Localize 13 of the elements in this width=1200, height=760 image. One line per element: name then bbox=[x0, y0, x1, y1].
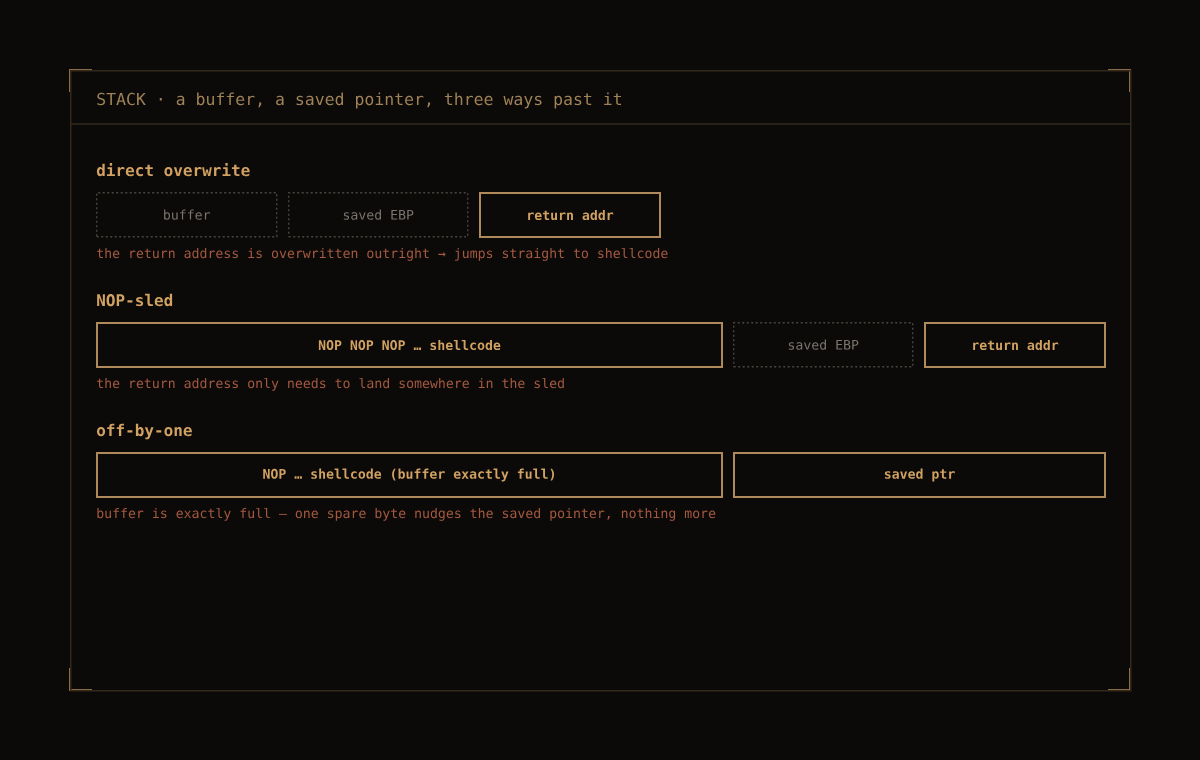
panel-title: STACK · a buffer, a saved pointer, three ways past it bbox=[97, 92, 622, 109]
section-heading: NOP-sled bbox=[97, 293, 173, 307]
memory-cell: saved ptr bbox=[733, 452, 1106, 498]
note-text: buffer is exactly full — one spare byte nudges the saved pointer, nothing more bbox=[97, 507, 716, 521]
section-heading: direct overwrite bbox=[96, 163, 250, 177]
memory-cell: NOP NOP NOP … shellcode bbox=[96, 322, 723, 368]
memory-cell: saved EBP bbox=[733, 322, 914, 368]
memory-cell: return addr bbox=[479, 192, 661, 238]
memory-cell: buffer bbox=[96, 192, 278, 238]
memory-cell: saved EBP bbox=[288, 192, 469, 238]
memory-cell: NOP … shellcode (buffer exactly full) bbox=[96, 452, 723, 498]
note-text: the return address is overwritten outright → jumps straight to shellcode bbox=[97, 247, 668, 261]
memory-cell: return addr bbox=[924, 322, 1106, 368]
